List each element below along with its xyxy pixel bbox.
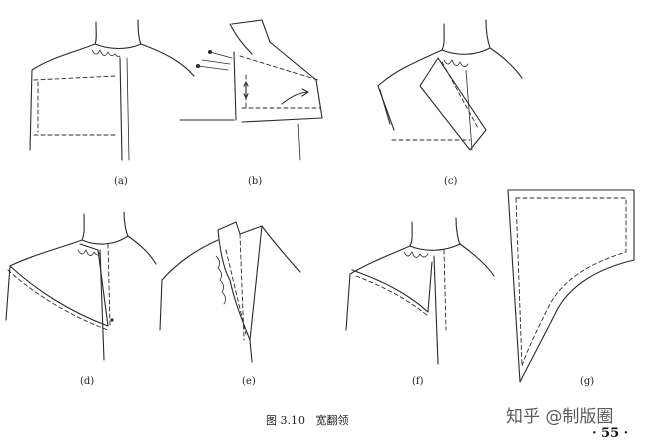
panel-g-drawing: [507, 189, 635, 383]
panel-a-drawing: [29, 19, 195, 161]
panel-b-drawing: [179, 19, 323, 161]
panel-e-drawing: [159, 221, 301, 363]
panel-label-b: (b): [248, 176, 263, 187]
panel-label-f: (f): [412, 376, 424, 387]
panel-label-d: (d): [80, 376, 95, 387]
figure-caption: 图 3.10 宽翻领: [266, 414, 349, 427]
panel-label-e: (e): [242, 376, 256, 387]
panel-f-drawing: [345, 217, 495, 365]
page-number: · 55 ·: [592, 426, 629, 441]
panel-label-c: (c): [444, 176, 458, 187]
panel-label-a: (a): [114, 176, 128, 187]
watermark-text: 知乎 @制版圈: [506, 407, 614, 427]
panel-d-drawing: [5, 211, 157, 361]
panel-c-drawing: [377, 19, 523, 151]
panel-label-g: (g): [580, 376, 595, 387]
